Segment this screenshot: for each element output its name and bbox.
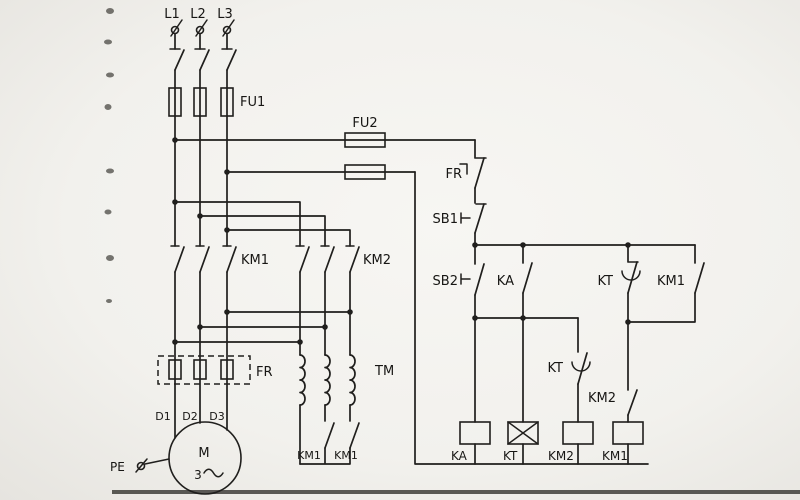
label-fr-contact: FR (445, 167, 462, 182)
label-d2: D2 (182, 410, 197, 423)
coil-km2: KM2 (548, 421, 594, 463)
label-coil-km1: KM1 (602, 449, 628, 463)
label-tm: TM (374, 364, 394, 379)
label-pe: PE (110, 460, 125, 474)
label-kt-contact-upper: KT (598, 274, 614, 289)
label-kt-contact-lower: KT (548, 361, 564, 376)
label-km1-star-left: KM1 (297, 449, 321, 462)
label-l3: L3 (217, 7, 233, 22)
motor: M 3 (168, 421, 242, 495)
label-km2-main: KM2 (363, 253, 391, 268)
kt-delay-contact-upper: KT (598, 244, 641, 465)
label-km2-aux: KM2 (588, 391, 616, 406)
km1-main-contacts: KM1 (170, 245, 269, 273)
label-sb2: SB2 (433, 274, 458, 289)
disconnect-switch (169, 48, 237, 71)
label-coil-kt: KT (503, 449, 518, 463)
terminal-l1-icon (170, 19, 183, 37)
fr-nc-contact: FR (445, 157, 487, 189)
control-wiring (414, 139, 696, 465)
km1-seal-in-contact: KM1 (627, 244, 705, 323)
label-ka-contact: KA (497, 274, 514, 289)
coil-km1: KM1 (602, 421, 644, 463)
label-coil-ka: KA (451, 449, 468, 463)
junction-dots (172, 137, 631, 345)
label-coil-km2: KM2 (548, 449, 574, 463)
terminal-l3-icon (222, 19, 235, 37)
sb1-stop-button: SB1 (433, 203, 487, 234)
motor-phase-count: 3 (194, 468, 202, 482)
label-km1-main: KM1 (241, 253, 269, 268)
km2-main-contacts: KM2 (174, 201, 391, 356)
autotransformer-tm: TM (299, 354, 394, 406)
motor-letter: M (198, 446, 209, 461)
earth-terminal: PE (110, 458, 170, 474)
label-l2: L2 (190, 7, 206, 22)
scan-artifacts (104, 8, 114, 303)
coil-ka: KA (451, 421, 491, 463)
supply-terminals: L1 L2 L3 (164, 7, 235, 37)
label-sb1: SB1 (433, 212, 458, 227)
fuse-fu2: FU2 (174, 116, 476, 180)
motor-terminal-labels: D1 D2 D3 (155, 410, 224, 423)
label-d3: D3 (209, 410, 224, 423)
sb2-start-button: SB2 (433, 263, 485, 296)
label-km1-star-right: KM1 (334, 449, 358, 462)
transformer-tap-wires (174, 311, 351, 343)
label-l1: L1 (164, 7, 180, 22)
kt-delay-contact-lower: KT (548, 317, 591, 465)
label-fr-element: FR (256, 365, 273, 380)
km2-aux-contact: KM2 (588, 389, 638, 416)
label-d1: D1 (155, 410, 170, 423)
fuse-fu1: FU1 (168, 87, 265, 117)
main-phase-wires (174, 33, 228, 439)
terminal-l2-icon (195, 19, 208, 37)
ka-no-contact: KA (497, 244, 533, 465)
label-fu2: FU2 (352, 116, 377, 131)
ac-wave-icon (203, 468, 224, 478)
km1-star-contacts: KM1 KM1 (297, 404, 360, 465)
thermal-relay-element: FR (157, 355, 273, 385)
label-fu1: FU1 (240, 95, 265, 110)
label-km1-seal-in: KM1 (657, 274, 685, 289)
coil-kt: KT (503, 421, 539, 463)
